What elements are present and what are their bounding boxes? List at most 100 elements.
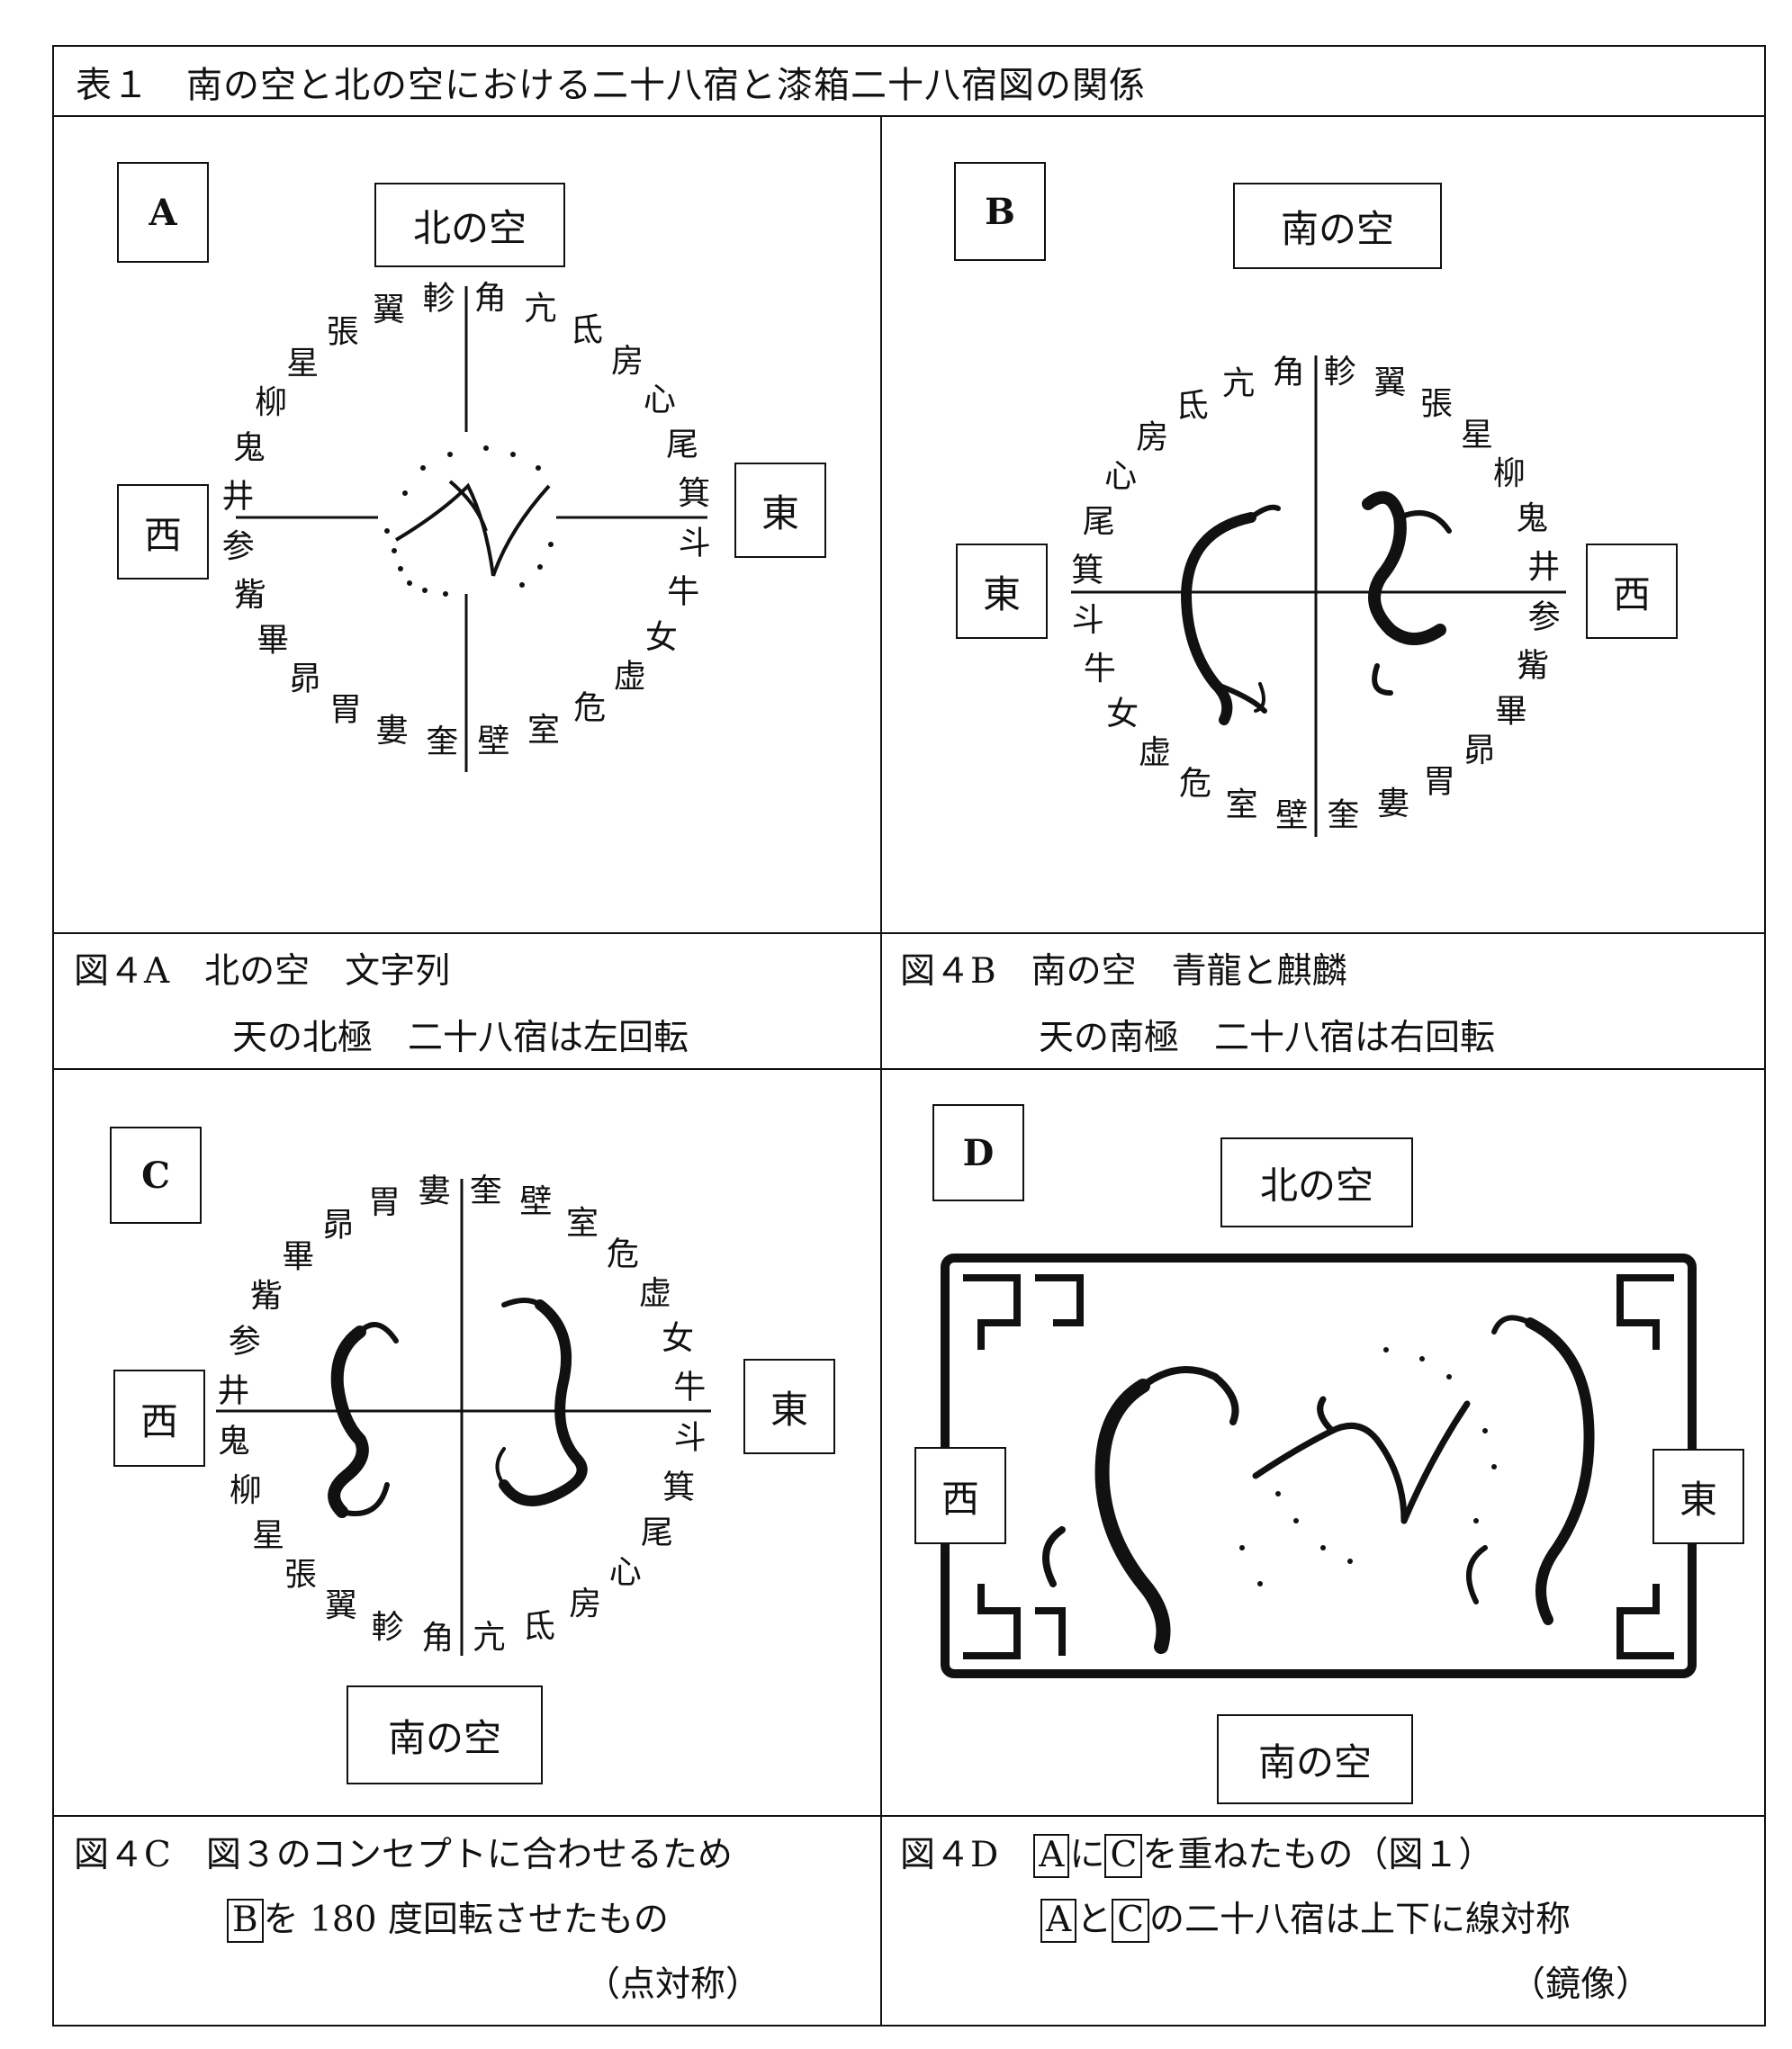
panel-c-mansion-ring: 奎壁室危虚女牛斗箕尾心房氐亢角軫翼張星柳鬼井参觜畢昴胃婁	[217, 1173, 706, 1657]
caption-d-ref-c: C	[1104, 1834, 1143, 1878]
mansion-c-5: 女	[662, 1320, 694, 1357]
mansion-c-23: 觜	[250, 1278, 283, 1315]
caption-d-ref-a-2: A	[1040, 1899, 1077, 1943]
mansion-c-7: 斗	[674, 1420, 707, 1457]
panel-b-label: B	[954, 162, 1046, 261]
mansion-b-27: 角	[1273, 354, 1305, 391]
caption-c-line3: （点対称）	[585, 1964, 761, 2005]
mansion-a-0: 角	[474, 280, 507, 317]
caption-a-line2: 天の北極 二十八宿は左回転	[232, 1018, 689, 1058]
mansion-b-16: 危	[1179, 766, 1211, 803]
mansion-c-10: 心	[609, 1554, 642, 1591]
mansion-b-3: 星	[1461, 417, 1493, 454]
mansion-a-24: 星	[286, 346, 319, 382]
mansion-b-26: 亢	[1222, 365, 1255, 402]
caption-d-ref-c-2: C	[1112, 1899, 1150, 1943]
mansion-b-15: 室	[1226, 786, 1258, 823]
mansion-b-6: 井	[1527, 549, 1560, 586]
mansion-c-0: 奎	[470, 1173, 502, 1209]
mansion-a-23: 柳	[255, 384, 287, 421]
mansion-c-17: 張	[284, 1557, 317, 1594]
mansion-c-3: 危	[607, 1236, 639, 1272]
mansion-c-20: 鬼	[218, 1423, 250, 1460]
mansion-a-11: 危	[573, 690, 606, 727]
mansion-a-5: 尾	[666, 427, 698, 463]
mansion-c-18: 星	[252, 1517, 284, 1554]
mansion-c-24: 畢	[282, 1238, 314, 1275]
caption-d-mid: に	[1069, 1835, 1105, 1875]
mansion-a-13: 壁	[477, 723, 509, 760]
panel-c-sky-label: 南の空	[347, 1685, 543, 1784]
caption-c-line2-text: を 180 度回転させたもの	[263, 1900, 669, 1940]
mansion-a-22: 鬼	[233, 429, 266, 466]
mansion-c-27: 婁	[419, 1173, 451, 1209]
mansion-b-2: 張	[1420, 386, 1453, 423]
panel-c-azure-dragon	[495, 1298, 588, 1506]
panel-d-corner-ornaments	[963, 1274, 1674, 1659]
panel-b-sky-label: 南の空	[1233, 183, 1442, 269]
mansion-b-23: 心	[1104, 458, 1137, 495]
mansion-b-11: 胃	[1423, 764, 1455, 801]
mansion-a-20: 参	[222, 528, 255, 565]
row-divider-1	[52, 932, 1766, 934]
panel-a-west-label: 西	[117, 484, 209, 580]
panel-d-east-label: 東	[1652, 1449, 1744, 1544]
caption-b-line2: 天の南極 二十八宿は右回転	[1039, 1018, 1496, 1058]
mansion-b-17: 虚	[1139, 734, 1171, 771]
panel-c-qilin	[328, 1322, 399, 1518]
mansion-c-21: 井	[217, 1372, 249, 1409]
mansion-a-12: 室	[527, 712, 560, 749]
mansion-b-5: 鬼	[1516, 500, 1548, 537]
mansion-b-8: 觜	[1517, 648, 1549, 685]
mansion-a-8: 牛	[667, 574, 699, 611]
panel-c-west-label: 西	[113, 1370, 205, 1467]
mansion-a-1: 亢	[524, 291, 556, 328]
caption-c-line1: 図４C 図３のコンセプトに合わせるため	[74, 1835, 733, 1875]
mansion-a-3: 房	[611, 343, 644, 380]
table-frame	[52, 45, 1766, 2027]
mansion-c-9: 尾	[641, 1514, 673, 1551]
mansion-a-27: 軫	[423, 280, 455, 317]
mansion-b-13: 奎	[1327, 797, 1359, 834]
mansion-c-11: 房	[569, 1586, 601, 1622]
mansion-c-2: 室	[566, 1205, 599, 1242]
panel-b-mansion-ring: 軫翼張星柳鬼井参觜畢昴胃婁奎壁室危虚女牛斗箕尾心房氐亢角	[1071, 354, 1560, 834]
mansion-c-26: 胃	[368, 1184, 401, 1221]
mansion-b-10: 昴	[1463, 732, 1496, 769]
caption-d-line1-text: を重ねたもの（図１）	[1142, 1835, 1494, 1875]
panel-d-qilin	[1042, 1366, 1239, 1654]
panel-a-central-dots	[384, 445, 554, 597]
mansion-c-16: 翼	[325, 1587, 357, 1624]
caption-d-line2-text: の二十八宿は上下に線対称	[1149, 1900, 1571, 1940]
mansion-b-20: 斗	[1072, 602, 1104, 639]
mansion-b-24: 房	[1136, 419, 1168, 456]
column-divider	[880, 115, 882, 2027]
panel-b-east-label: 東	[956, 544, 1048, 639]
panel-b-azure-dragon	[1180, 504, 1281, 725]
panel-b-west-label: 西	[1586, 544, 1678, 639]
mansion-b-7: 参	[1528, 598, 1561, 635]
mansion-a-6: 箕	[678, 475, 710, 512]
mansion-b-18: 女	[1106, 696, 1139, 732]
mansion-c-14: 角	[421, 1620, 454, 1657]
mansion-b-19: 牛	[1084, 651, 1116, 687]
mansion-b-22: 尾	[1083, 503, 1115, 540]
mansion-b-4: 柳	[1493, 455, 1526, 492]
mansion-b-12: 婁	[1377, 786, 1409, 822]
mansion-a-10: 虚	[614, 659, 646, 696]
panel-a-east-label: 東	[734, 463, 826, 558]
mansion-a-16: 胃	[329, 692, 362, 729]
mansion-a-9: 女	[645, 619, 678, 656]
panel-a-mansion-ring: 角亢氐房心尾箕斗牛女虚危室壁奎婁胃昴畢觜参井鬼柳星張翼軫	[221, 280, 710, 760]
mansion-a-14: 奎	[426, 723, 458, 760]
panel-c-east-label: 東	[743, 1359, 835, 1454]
panel-a-central-inscription	[394, 480, 551, 577]
mansion-c-4: 虚	[639, 1275, 671, 1312]
